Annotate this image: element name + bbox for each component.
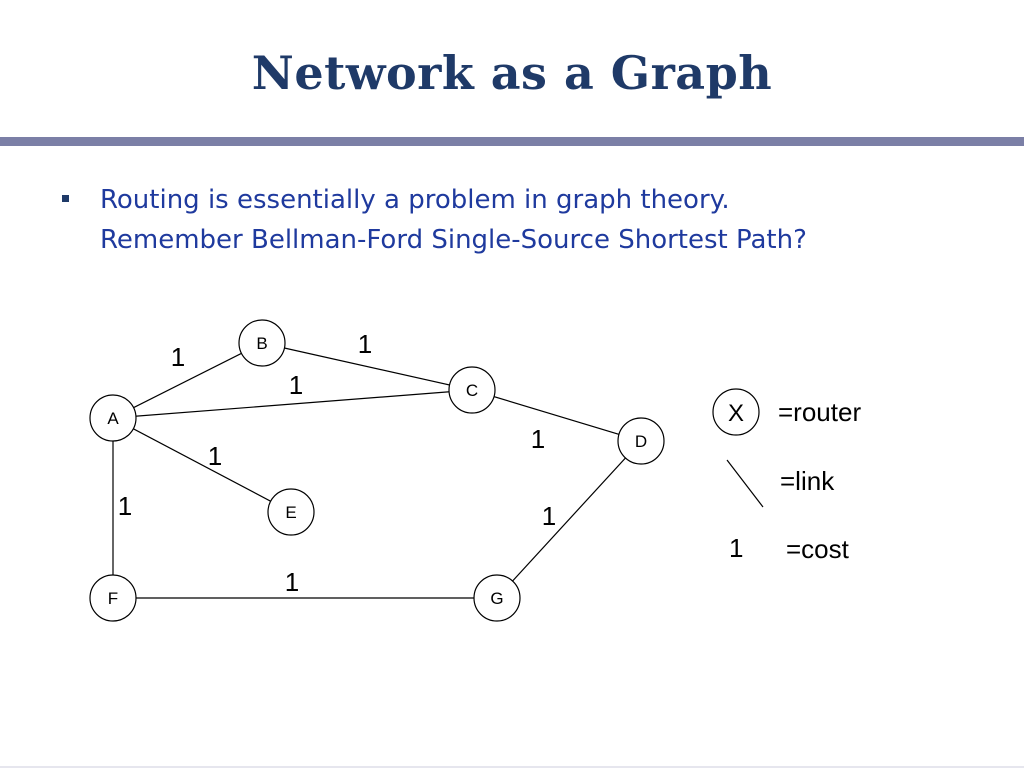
square-bullet-icon — [62, 195, 69, 202]
cost-label-C-D: 1 — [531, 424, 545, 454]
router-label-e: E — [285, 503, 296, 522]
legend-router-circle — [712, 388, 760, 436]
bullet-text-line-2: Remember Bellman-Ford Single-Source Shor… — [100, 225, 807, 255]
footer-rule — [0, 766, 1024, 768]
link-A-B — [112, 342, 263, 419]
router-circle-f — [89, 574, 137, 622]
router-label-b: B — [256, 334, 267, 353]
router-circle-e — [267, 488, 315, 536]
router-circle-c — [448, 366, 496, 414]
cost-label-F-G: 1 — [285, 567, 299, 597]
router-circle-g — [473, 574, 521, 622]
legend-link-line — [726, 459, 764, 508]
legend-link-label: =link — [780, 466, 835, 496]
router-circle-a — [89, 394, 137, 442]
router-circle-b — [238, 319, 286, 367]
cost-label-A-F: 1 — [118, 491, 132, 521]
nodes-layer: A B C D E F G — [89, 319, 665, 622]
router-label-g: G — [490, 589, 503, 608]
bullet-list: Routing is essentially a problem in grap… — [62, 180, 982, 260]
router-label-c: C — [466, 381, 478, 400]
router-circle-d — [617, 417, 665, 465]
legend-cost-label: =cost — [786, 534, 850, 564]
legend-cost-symbol: 1 — [729, 533, 743, 563]
router-label-d: D — [635, 432, 647, 451]
router-node-d: D — [617, 417, 665, 465]
cost-label-B-C: 1 — [358, 329, 372, 359]
legend-router-label: =router — [778, 397, 861, 427]
bullet-item: Routing is essentially a problem in grap… — [62, 180, 982, 260]
router-node-g: G — [473, 574, 521, 622]
legend: X =router =link 1 =cost — [712, 388, 861, 564]
cost-labels-layer: 1 1 1 1 1 1 1 1 — [118, 329, 556, 597]
router-node-e: E — [267, 488, 315, 536]
link-A-C — [112, 389, 473, 419]
router-node-a: A — [89, 394, 137, 442]
cost-label-G-D: 1 — [542, 501, 556, 531]
cost-label-A-E: 1 — [208, 441, 222, 471]
title-divider — [0, 137, 1024, 146]
link-C-D — [471, 389, 642, 442]
link-G-D — [496, 440, 642, 599]
router-node-b: B — [238, 319, 286, 367]
bullet-text-line-1: Routing is essentially a problem in grap… — [100, 185, 730, 215]
router-label-f: F — [108, 589, 118, 608]
link-A-E — [112, 417, 292, 513]
cost-label-A-C: 1 — [289, 370, 303, 400]
edges-layer — [112, 342, 642, 599]
router-node-c: C — [448, 366, 496, 414]
slide-title: Network as a Graph — [251, 46, 773, 100]
router-node-f: F — [89, 574, 137, 622]
legend-router-symbol: X — [728, 400, 744, 427]
router-label-a: A — [107, 409, 119, 428]
link-B-C — [261, 342, 473, 391]
cost-label-A-B: 1 — [171, 342, 185, 372]
